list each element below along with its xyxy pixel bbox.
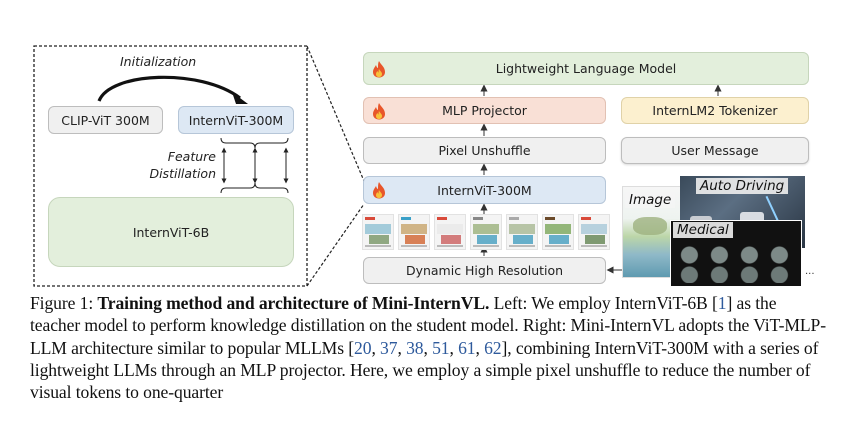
initialization-arrowhead [232, 92, 248, 104]
user-message-label: User Message [671, 143, 759, 158]
image-tile [542, 214, 574, 250]
distillation-label: Distillation [149, 166, 216, 181]
image-tile [398, 214, 430, 250]
citation-link[interactable]: 20 [354, 337, 372, 358]
clip-vit-box: CLIP-ViT 300M [48, 106, 163, 134]
fire-icon [373, 182, 385, 199]
pixel-unshuffle-label: Pixel Unshuffle [438, 143, 531, 158]
tokenizer-label: InternLM2 Tokenizer [652, 103, 778, 118]
internvit-6b-teacher-box: InternViT-6B [48, 197, 294, 267]
caption-text-3: ], combining InternViT-300M with a serie… [30, 337, 819, 403]
medical-label: Medical [673, 222, 733, 238]
llm-label: Lightweight Language Model [495, 61, 677, 76]
top-brace [220, 137, 289, 149]
citation-link[interactable]: 51 [432, 337, 450, 358]
caption-title: Training method and architecture of Mini… [97, 293, 490, 313]
pixel-unshuffle-box: Pixel Unshuffle [363, 137, 606, 164]
mlp-projector-box: MLP Projector [363, 97, 606, 124]
citation-link[interactable]: 37 [380, 337, 398, 358]
initialization-label: Initialization [120, 54, 197, 69]
fire-icon [373, 60, 385, 77]
more-examples-ellipsis: ... [805, 266, 815, 277]
image-tile [506, 214, 538, 250]
internvit-6b-label: InternViT-6B [132, 224, 210, 240]
llm-box: Lightweight Language Model [363, 52, 809, 85]
image-tile [434, 214, 466, 250]
citation-link[interactable]: 1 [717, 293, 727, 313]
caption-prefix: Figure 1: [30, 293, 98, 313]
internvit-300m-student-label: InternViT-300M [188, 112, 284, 128]
internvit-300m-student-box: InternViT-300M [178, 106, 294, 134]
user-message-box: User Message [621, 137, 809, 164]
fire-icon [373, 102, 385, 119]
internvit-300m-box: InternViT-300M [363, 176, 606, 204]
internvit-300m-label: InternViT-300M [437, 182, 532, 198]
image-tile [578, 214, 610, 250]
left-panel-frame [33, 45, 308, 287]
mlp-projector-label: MLP Projector [442, 103, 527, 118]
tokenizer-box: InternLM2 Tokenizer [621, 97, 809, 124]
image-tile [470, 214, 502, 250]
image-tile [362, 214, 394, 250]
citation-link[interactable]: 61 [458, 337, 476, 358]
zoom-line-bottom [306, 203, 365, 287]
citation-link[interactable]: 38 [406, 337, 424, 358]
figure-caption: Figure 1: Training method and architectu… [30, 293, 826, 403]
caption-text-1: Left: We employ InternViT-6B [ [489, 293, 718, 313]
bottom-brace [220, 182, 289, 194]
initialization-arrow [97, 75, 241, 102]
citation-link[interactable]: 62 [484, 337, 502, 358]
clip-vit-label: CLIP-ViT 300M [61, 112, 150, 128]
auto-driving-label: Auto Driving [696, 178, 789, 194]
dynamic-high-resolution-label: Dynamic High Resolution [405, 263, 564, 278]
zoom-line-top [306, 45, 365, 182]
image-label: Image [625, 192, 676, 208]
dynamic-high-resolution-box: Dynamic High Resolution [363, 257, 606, 284]
feature-label: Feature [167, 149, 216, 164]
caption-text-2: ] as the teacher model to perform knowle… [30, 293, 826, 358]
